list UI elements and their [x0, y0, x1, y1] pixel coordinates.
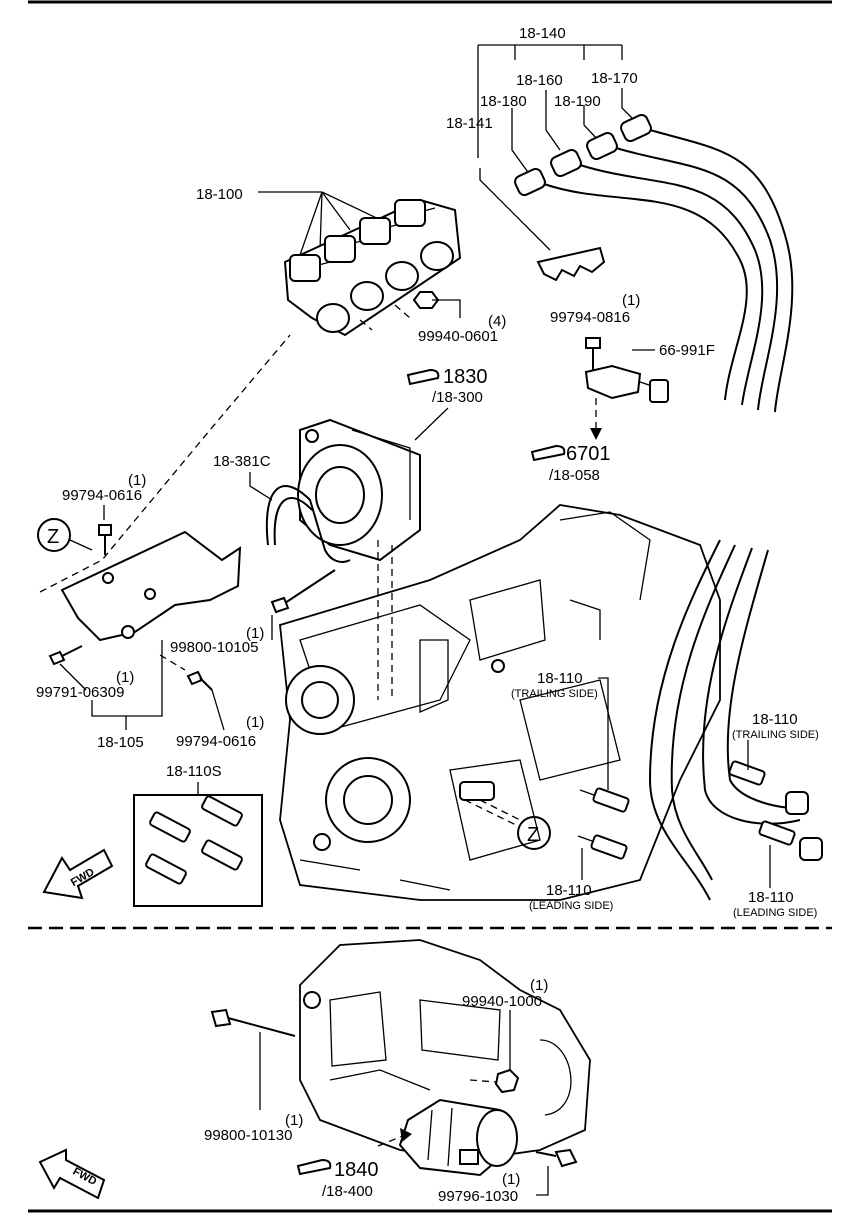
z-marker-left: Z — [37, 518, 93, 552]
note-trailing-left: (TRAILING SIDE) — [511, 688, 598, 700]
callout-18-110-trailing-right: 18-110 — [752, 711, 798, 728]
bracket-part — [39, 334, 291, 671]
spark-plug-trailing-left — [579, 787, 630, 813]
spark-plug-trailing-right — [728, 760, 766, 786]
ref-1830-sub: /18-300 — [432, 389, 483, 406]
callout-99800-10130: 99800-10130 — [204, 1127, 292, 1144]
callout-99794-0816: 99794-0816 — [550, 309, 630, 326]
callout-99791-06309: 99791-06309 — [36, 684, 124, 701]
qty-99794-0816: (1) — [622, 292, 640, 309]
note-leading-left: (LEADING SIDE) — [529, 900, 613, 912]
sensor-part — [584, 337, 669, 440]
small-bolt-part — [186, 670, 213, 691]
qty-99794-0616-bottom: (1) — [246, 714, 264, 731]
callout-18-110-leading-left: 18-110 — [546, 882, 592, 899]
spark-plug-leading-right — [758, 820, 796, 846]
ref-1840: 1840 — [334, 1159, 379, 1181]
callout-99794-0616-bottom: 99794-0616 — [176, 733, 256, 750]
z-marker-label: Z — [47, 526, 59, 548]
callout-18-141: 18-141 — [446, 115, 493, 132]
callout-18-160: 18-160 — [516, 72, 563, 89]
note-trailing-right: (TRAILING SIDE) — [732, 729, 819, 741]
alternator-part — [265, 418, 421, 563]
ref-1840-sub: /18-400 — [322, 1183, 373, 1200]
callout-66-991f: 66-991F — [659, 342, 715, 359]
pointing-hand-icon — [406, 368, 440, 386]
note-leading-right: (LEADING SIDE) — [733, 907, 817, 919]
long-bolt-part — [270, 569, 336, 614]
z-marker-label: Z — [527, 824, 539, 846]
callout-18-170: 18-170 — [591, 70, 638, 87]
callout-18-140: 18-140 — [519, 25, 566, 42]
qty-99940-0601: (4) — [488, 313, 506, 330]
pointing-hand-icon — [530, 444, 566, 462]
spark-plug-leading-left — [577, 834, 628, 860]
small-bolt-part — [535, 1148, 578, 1168]
engine-block — [279, 504, 721, 901]
callout-18-381c: 18-381C — [213, 453, 271, 470]
pointing-hand-icon — [296, 1158, 332, 1176]
callout-99940-0601: 99940-0601 — [418, 328, 498, 345]
qty-99800-10130: (1) — [285, 1112, 303, 1129]
high-tension-leads — [477, 44, 794, 413]
ref-1830: 1830 — [443, 366, 488, 388]
callout-18-190: 18-190 — [554, 93, 601, 110]
fwd-label-top: FWD — [69, 866, 97, 889]
small-bolt-part — [48, 645, 83, 666]
spark-plug-set-box — [133, 794, 263, 907]
callout-18-110-trailing-left: 18-110 — [537, 670, 583, 687]
fwd-arrow-icon: FWD — [38, 1148, 106, 1200]
fwd-arrow-icon: FWD — [42, 848, 114, 900]
callout-18-180: 18-180 — [480, 93, 527, 110]
qty-99796-1030: (1) — [502, 1171, 520, 1188]
ref-6701-sub: /18-058 — [549, 467, 600, 484]
engine-lead-bundle — [648, 539, 823, 901]
callout-18-105: 18-105 — [97, 734, 144, 751]
starter-motor-part — [377, 1098, 518, 1177]
z-marker-engine: Z — [464, 799, 551, 850]
callout-18-110s: 18-110S — [166, 763, 222, 780]
qty-99794-0616-top: (1) — [128, 472, 146, 489]
callout-99796-1030: 99796-1030 — [438, 1188, 518, 1205]
fwd-label-bottom: FWD — [71, 1166, 99, 1188]
callout-18-110-leading-right: 18-110 — [748, 889, 794, 906]
qty-99791-06309: (1) — [116, 669, 134, 686]
nut-part — [494, 1068, 520, 1094]
ref-6701: 6701 — [566, 443, 611, 465]
transmission-housing — [299, 939, 591, 1161]
callout-18-100: 18-100 — [196, 186, 243, 203]
callout-99800-10105: 99800-10105 — [170, 639, 258, 656]
qty-99800-10105: (1) — [246, 625, 264, 642]
long-bolt-part — [210, 1008, 296, 1037]
ignition-coil-part — [258, 191, 462, 337]
callout-99940-1000: 99940-1000 — [462, 993, 542, 1010]
qty-99940-1000: (1) — [530, 977, 548, 994]
callout-99794-0616-top: 99794-0616 — [62, 487, 142, 504]
